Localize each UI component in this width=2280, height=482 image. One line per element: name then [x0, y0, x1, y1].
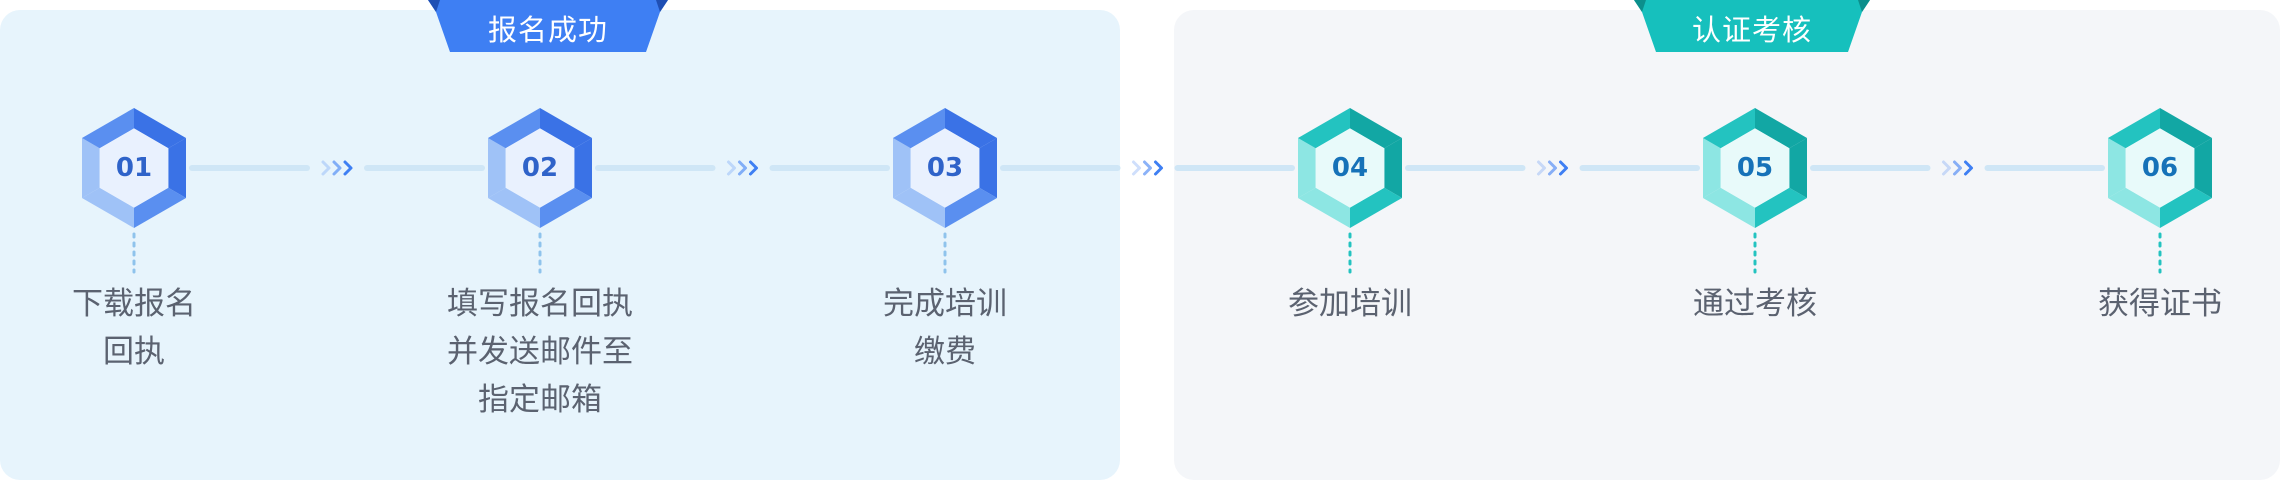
phase-panel-registration [0, 10, 1120, 480]
phase-banner-certification [1634, 0, 1870, 52]
step-label-line: 下载报名 [72, 286, 196, 322]
phase-label-certification: 认证考核 [1691, 13, 1812, 47]
chevron-icon [332, 160, 342, 176]
step-hexagon-06: 06 [2108, 108, 2212, 228]
step-label-line: 指定邮箱 [478, 382, 602, 418]
phase-banner-registration [428, 0, 668, 52]
step-label-04: 参加培训 [1230, 280, 1470, 328]
chevron-icon [343, 160, 353, 176]
step-label-06: 获得证书 [2040, 280, 2280, 328]
step-hexagon-03: 03 [893, 108, 997, 228]
chevron-icon [727, 160, 736, 176]
step-label-line: 完成培训 [883, 286, 1007, 322]
step-number: 05 [1736, 153, 1774, 183]
chevron-icon [1953, 160, 1962, 176]
step-hexagon-04: 04 [1298, 108, 1402, 228]
chevron-icon [1132, 160, 1141, 176]
chevron-icon [321, 160, 331, 176]
chevron-icon [1537, 160, 1546, 176]
connector-4-5 [1405, 160, 1700, 176]
step-label-line: 回执 [103, 334, 165, 370]
step-label-01: 下载报名回执 [14, 280, 254, 376]
phase-panel-certification [1174, 10, 2280, 480]
connector-5-6 [1810, 160, 2105, 176]
step-hexagon-02: 02 [488, 108, 592, 228]
connector-2-3 [595, 160, 890, 176]
chevron-icon [749, 160, 758, 176]
connector-3-4 [1000, 160, 1295, 176]
step-label-line: 并发送邮件至 [447, 334, 633, 370]
step-label-line: 通过考核 [1693, 286, 1817, 322]
chevron-icon [1559, 160, 1568, 176]
step-hexagon-01: 01 [82, 108, 186, 228]
step-label-line: 填写报名回执 [447, 286, 633, 322]
phase-label-registration: 报名成功 [487, 13, 608, 47]
step-number: 02 [521, 153, 559, 183]
step-number: 01 [115, 153, 153, 183]
chevron-icon [1942, 160, 1951, 176]
step-number: 06 [2141, 153, 2179, 183]
chevron-icon [1964, 160, 1973, 176]
step-label-02: 填写报名回执并发送邮件至指定邮箱 [420, 280, 660, 424]
phase-banners [428, 0, 1870, 52]
step-label-line: 缴费 [914, 334, 976, 370]
step-number: 03 [926, 153, 964, 183]
chevron-icon [1154, 160, 1163, 176]
step-label-line: 参加培训 [1288, 286, 1412, 322]
step-label-03: 完成培训缴费 [825, 280, 1065, 376]
step-number: 04 [1331, 153, 1369, 183]
chevron-icon [1143, 160, 1152, 176]
connector-1-2 [189, 160, 485, 176]
step-label-05: 通过考核 [1635, 280, 1875, 328]
step-label-line: 获得证书 [2098, 286, 2222, 322]
chevron-icon [738, 160, 747, 176]
chevron-icon [1548, 160, 1557, 176]
step-hexagon-05: 05 [1703, 108, 1807, 228]
